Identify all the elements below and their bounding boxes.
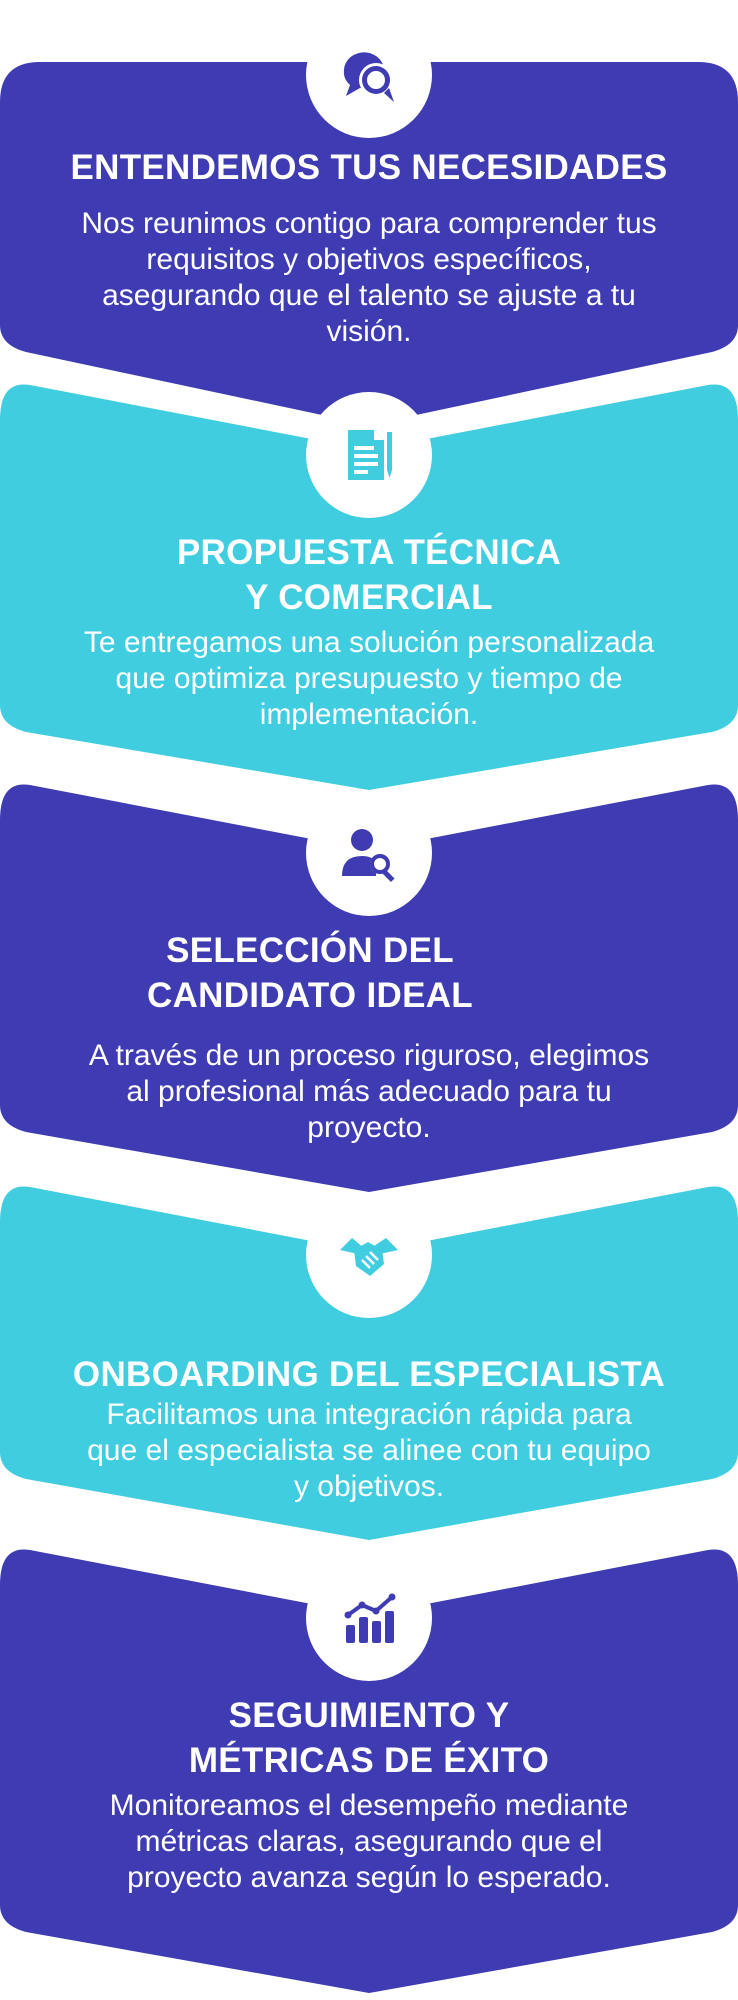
chat-bubbles-icon xyxy=(343,52,394,102)
step-1-icon-circle xyxy=(306,12,432,138)
step-1-chevron-shape xyxy=(0,40,738,420)
step-1: ENTENDEMOS TUS NECESIDADES Nos reunimos … xyxy=(0,0,738,420)
step-4: ONBOARDING DEL ESPECIALISTA Facilitamos … xyxy=(0,1182,738,1562)
step-2-title: PROPUESTA TÉCNICA Y COMERCIAL xyxy=(176,533,562,617)
step-4-title: ONBOARDING DEL ESPECIALISTA xyxy=(72,1355,666,1394)
step-3-icon-circle xyxy=(306,790,432,916)
step-4-chevron-shape xyxy=(0,1186,738,1540)
step-3-description: A través de un proceso riguroso, elegimo… xyxy=(88,1039,650,1144)
step-5-title: SEGUIMIENTO Y MÉTRICAS DE ÉXITO xyxy=(188,1696,550,1780)
step-5: SEGUIMIENTO Y MÉTRICAS DE ÉXITO Monitore… xyxy=(0,1545,738,2000)
step-5-description: Monitoreamos el desempeño mediante métri… xyxy=(109,1789,629,1894)
step-2: PROPUESTA TÉCNICA Y COMERCIAL Te entrega… xyxy=(0,380,738,800)
step-1-description: Nos reunimos contigo para comprender tus… xyxy=(81,207,657,348)
document-icon xyxy=(348,430,392,480)
step-5-icon-circle xyxy=(306,1555,432,1681)
user-search-icon xyxy=(342,829,395,883)
step-3: SELECCIÓN DEL CANDIDATO IDEAL A través d… xyxy=(0,780,738,1200)
step-2-description: Te entregamos una solución personalizada… xyxy=(83,626,655,731)
step-5-chevron-shape xyxy=(0,1549,738,1993)
step-3-title: SELECCIÓN DEL CANDIDATO IDEAL xyxy=(147,931,473,1015)
step-3-chevron-shape xyxy=(0,784,738,1192)
step-2-chevron-shape xyxy=(0,384,738,790)
step-4-description: Facilitamos una integración rápida para … xyxy=(87,1398,651,1503)
step-1-title: ENTENDEMOS TUS NECESIDADES xyxy=(70,148,668,187)
growth-chart-icon xyxy=(344,1593,396,1643)
handshake-icon xyxy=(340,1238,398,1276)
step-4-icon-circle xyxy=(306,1192,432,1318)
step-2-icon-circle xyxy=(306,392,432,518)
